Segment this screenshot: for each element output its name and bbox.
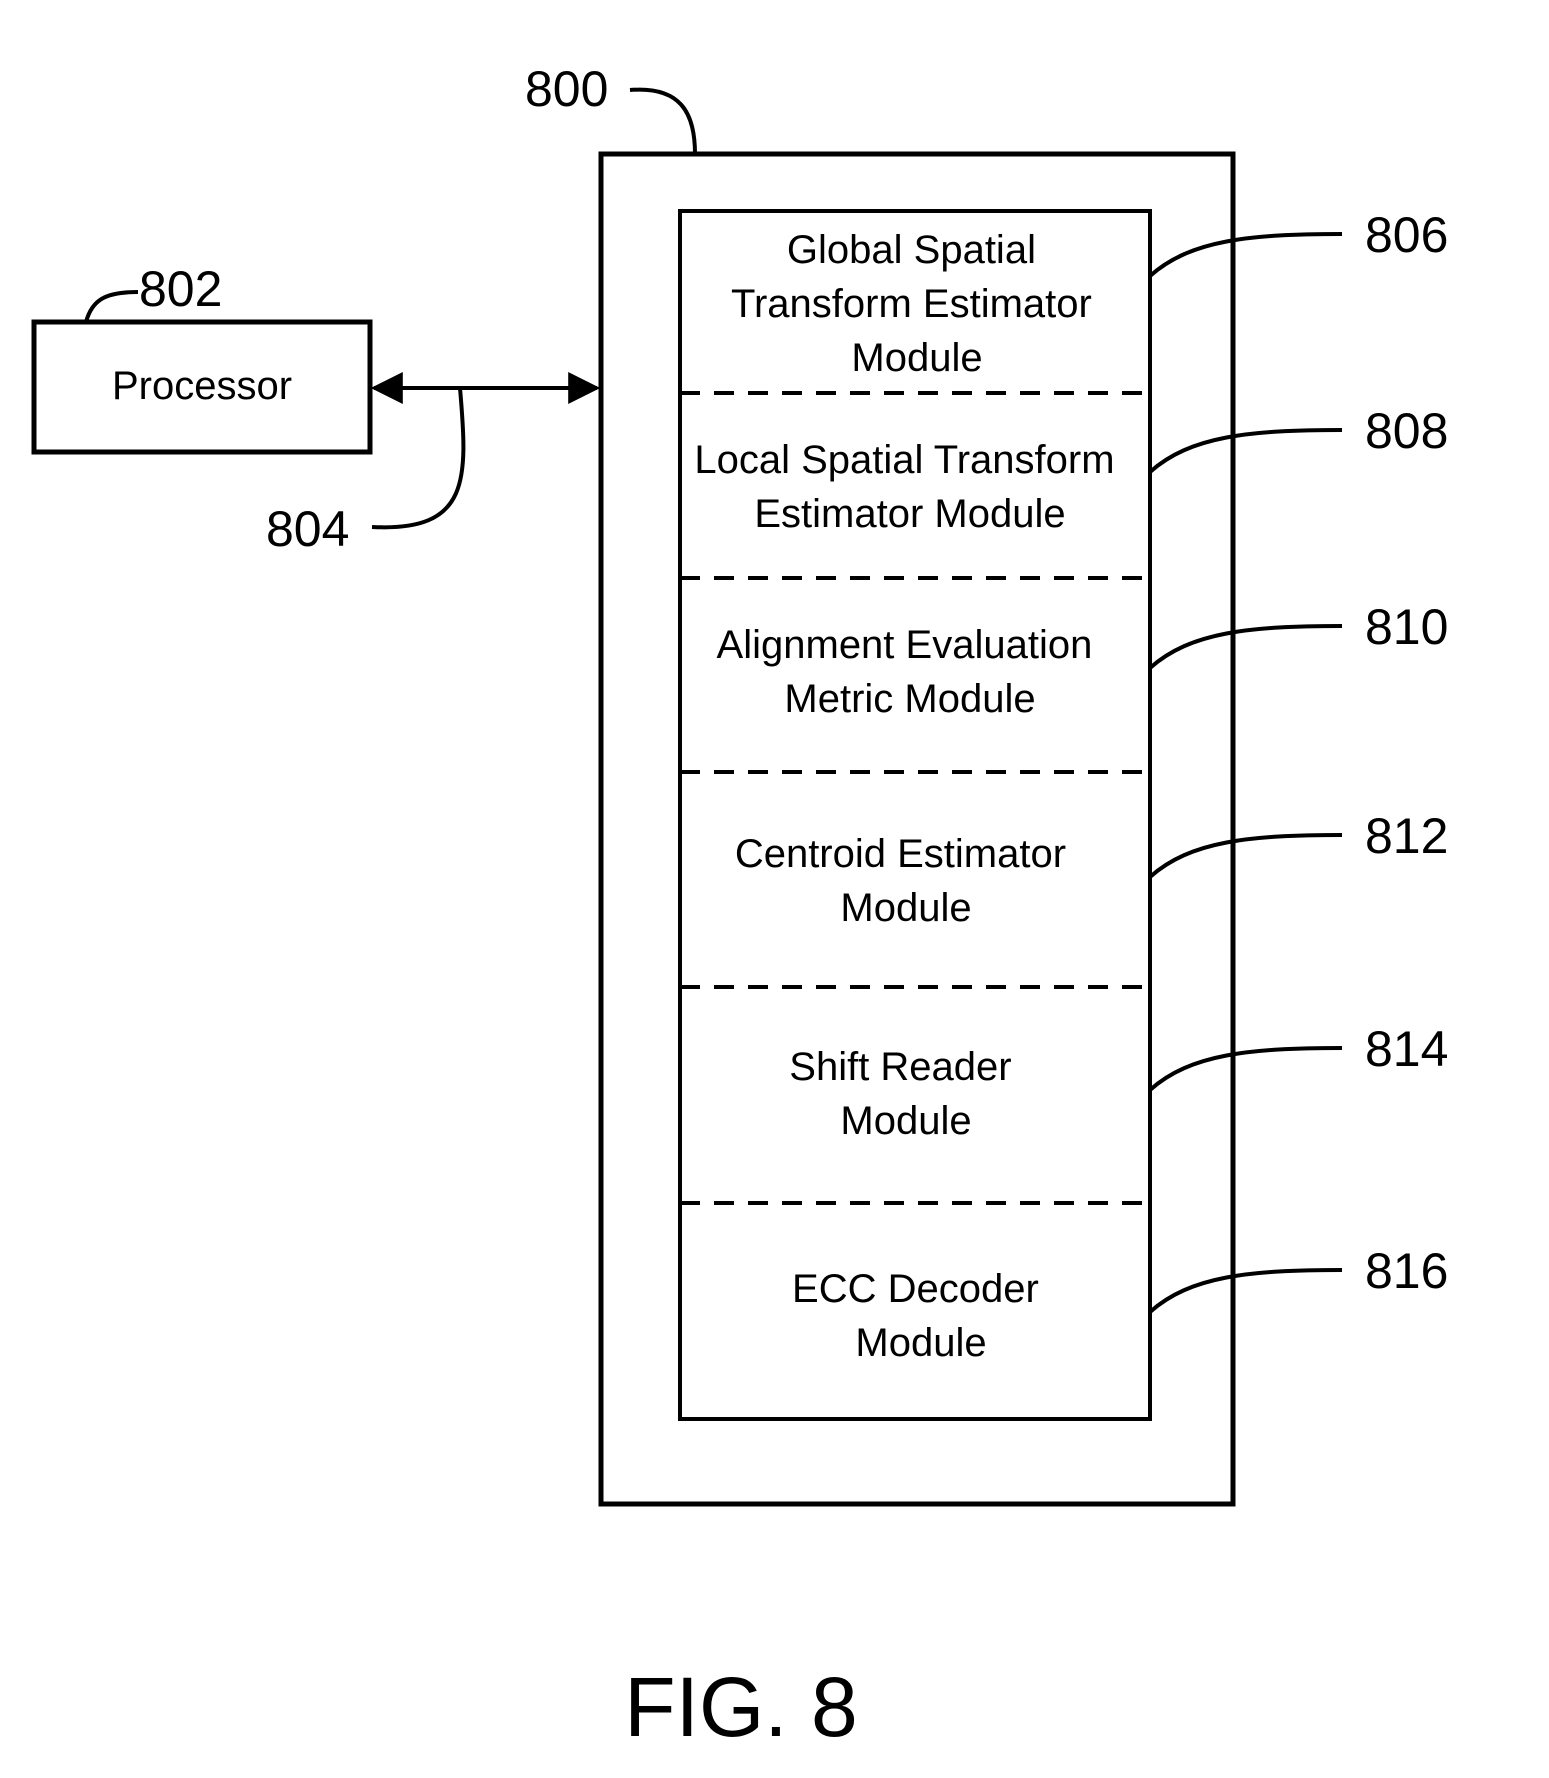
figure-label: FIG. 8 <box>624 1660 857 1754</box>
processor-ref-label: 802 <box>139 261 222 317</box>
module-ref-label: 816 <box>1365 1243 1448 1299</box>
module-ref-label: 806 <box>1365 207 1448 263</box>
module-ref-label: 810 <box>1365 599 1448 655</box>
module-ref-label: 814 <box>1365 1021 1448 1077</box>
processor-ref-leader <box>86 292 138 322</box>
processor-label: Processor <box>112 364 292 408</box>
link-ref-leader <box>372 388 463 527</box>
container-ref-label: 800 <box>525 61 608 117</box>
container-ref-leader <box>630 90 695 154</box>
module-ref-label: 812 <box>1365 808 1448 864</box>
link-ref-label: 804 <box>266 501 349 557</box>
module-ref-label: 808 <box>1365 403 1448 459</box>
